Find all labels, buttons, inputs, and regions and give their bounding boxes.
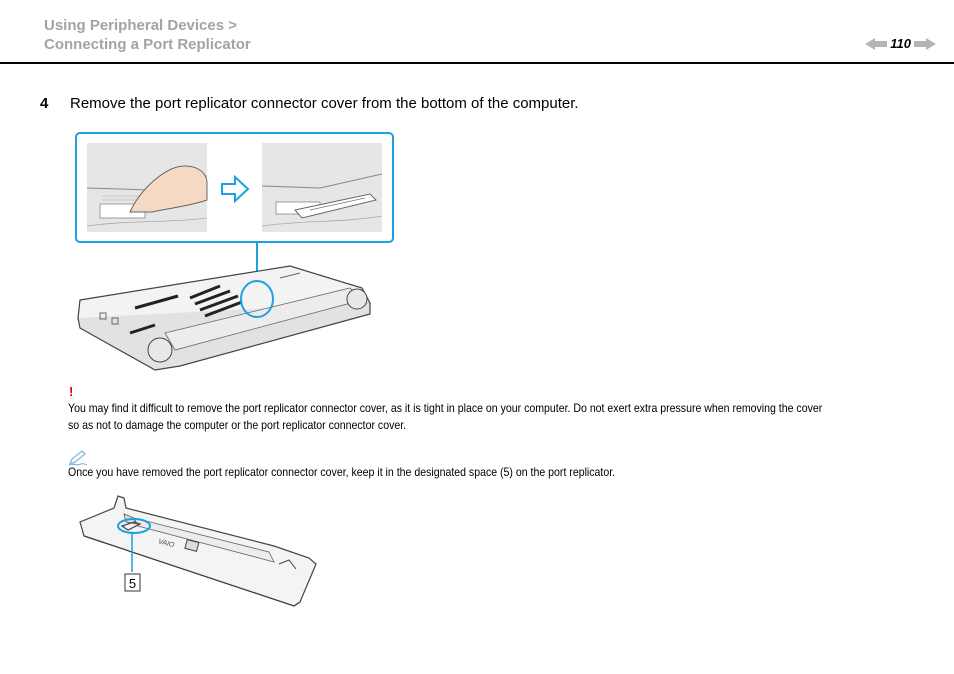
pencil-note-icon [68, 450, 88, 466]
previous-page-arrow-icon[interactable] [865, 37, 888, 50]
laptop-bottom-figure [75, 132, 394, 371]
callout-label: 5 [129, 576, 136, 591]
finger-removing-cover-inset [86, 143, 208, 232]
step-number: 4 [40, 95, 49, 112]
page-navigator: 110 [865, 36, 936, 51]
breadcrumb-section: Using Peripheral Devices > [44, 17, 238, 34]
callout-label-box [124, 573, 141, 592]
breadcrumb: Using Peripheral Devices > Connecting a … [44, 16, 251, 54]
next-page-arrow-icon[interactable] [914, 37, 936, 50]
page-number: 110 [890, 36, 911, 51]
breadcrumb-page: Connecting a Port Replicator [44, 36, 251, 53]
note-text: Once you have removed the port replicato… [68, 465, 616, 479]
header-divider [0, 62, 954, 64]
step-text: Remove the port replicator connector cov… [70, 95, 579, 112]
laptop-illustration [77, 265, 371, 371]
warning-text: You may find it difficult to remove the … [68, 401, 823, 432]
arrow-right-icon [221, 174, 250, 204]
port-replicator-figure: VAIO 5 [79, 495, 317, 607]
port-replicator-illustration [79, 495, 317, 607]
step-4: 4 Remove the port replicator connector c… [40, 95, 579, 112]
vaio-logo: VAIO [157, 538, 175, 549]
warning-icon: ! [69, 384, 74, 399]
cover-removed-inset [261, 143, 383, 232]
